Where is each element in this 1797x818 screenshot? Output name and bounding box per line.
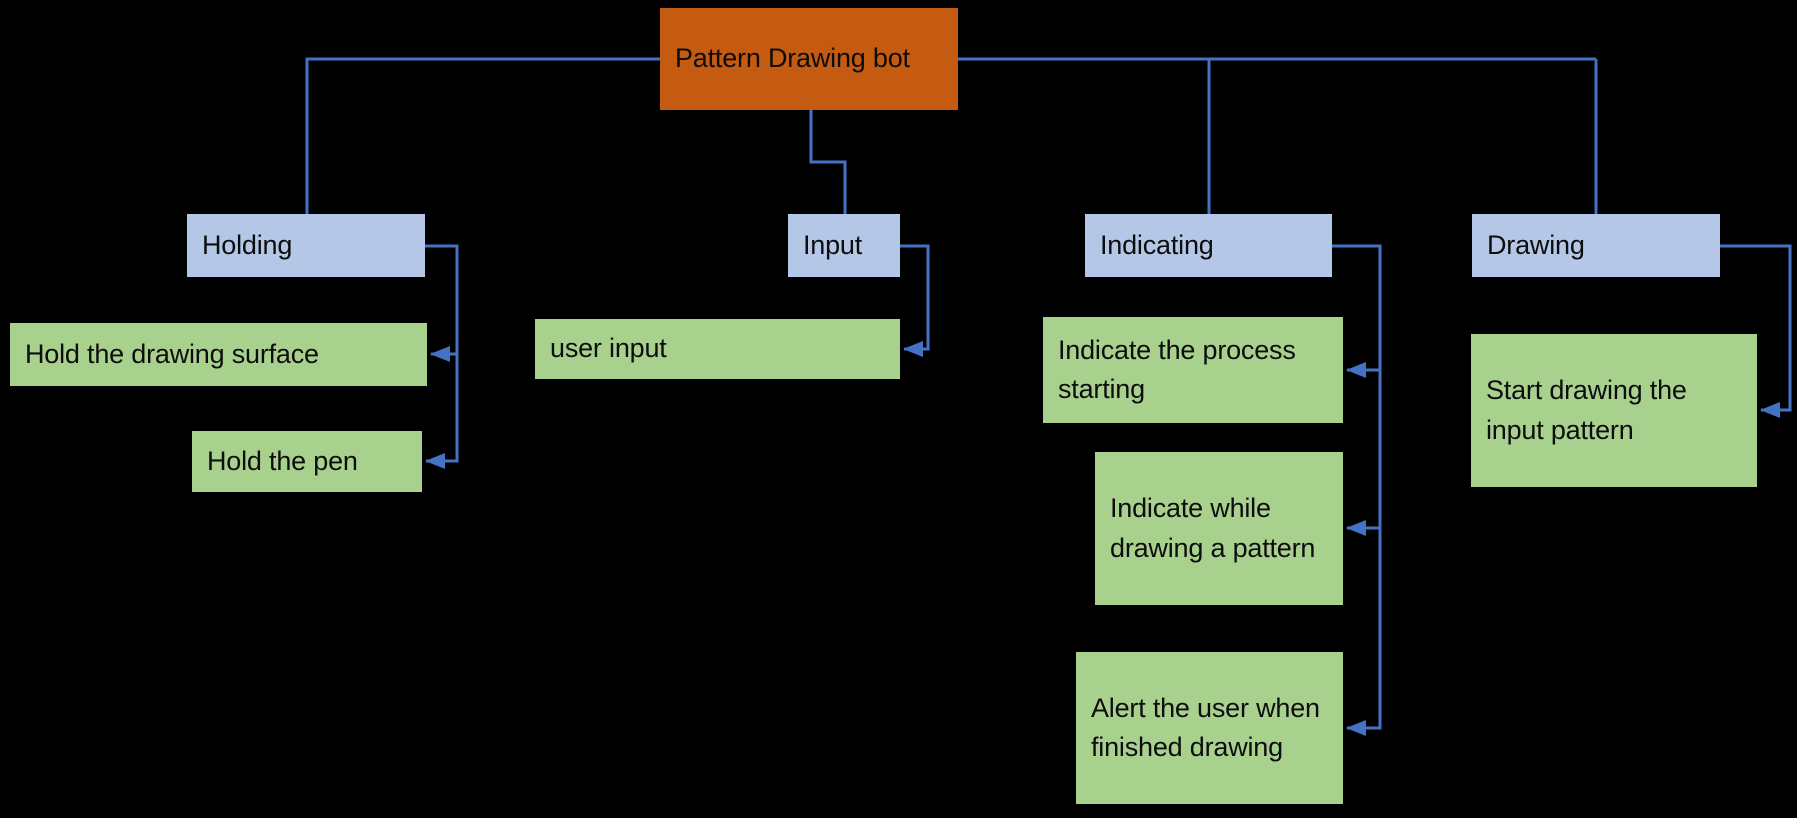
node-indicate-process-starting: Indicate the process starting	[1043, 317, 1343, 423]
connector-indicating-to-alert	[1332, 244, 1382, 736]
node-alert-user-finished: Alert the user when finished drawing	[1076, 652, 1343, 804]
node-drawing: Drawing	[1472, 214, 1720, 277]
node-input: Input	[788, 214, 900, 277]
connector-root-to-input	[809, 110, 847, 214]
connector-drawing-to-start-drawing	[1720, 244, 1792, 418]
connector-input-to-userinput	[900, 244, 930, 357]
node-hold-the-drawing-surface: Hold the drawing surface	[10, 323, 427, 386]
node-indicate-while-drawing: Indicate while drawing a pattern	[1095, 452, 1343, 605]
node-user-input: user input	[535, 319, 900, 379]
node-hold-the-pen: Hold the pen	[192, 431, 422, 492]
node-holding: Holding	[187, 214, 425, 277]
connector-root-to-holding	[305, 57, 660, 214]
node-pattern-drawing-bot: Pattern Drawing bot	[660, 8, 958, 110]
node-start-drawing-input-pattern: Start drawing the input pattern	[1471, 334, 1757, 487]
node-indicating: Indicating	[1085, 214, 1332, 277]
